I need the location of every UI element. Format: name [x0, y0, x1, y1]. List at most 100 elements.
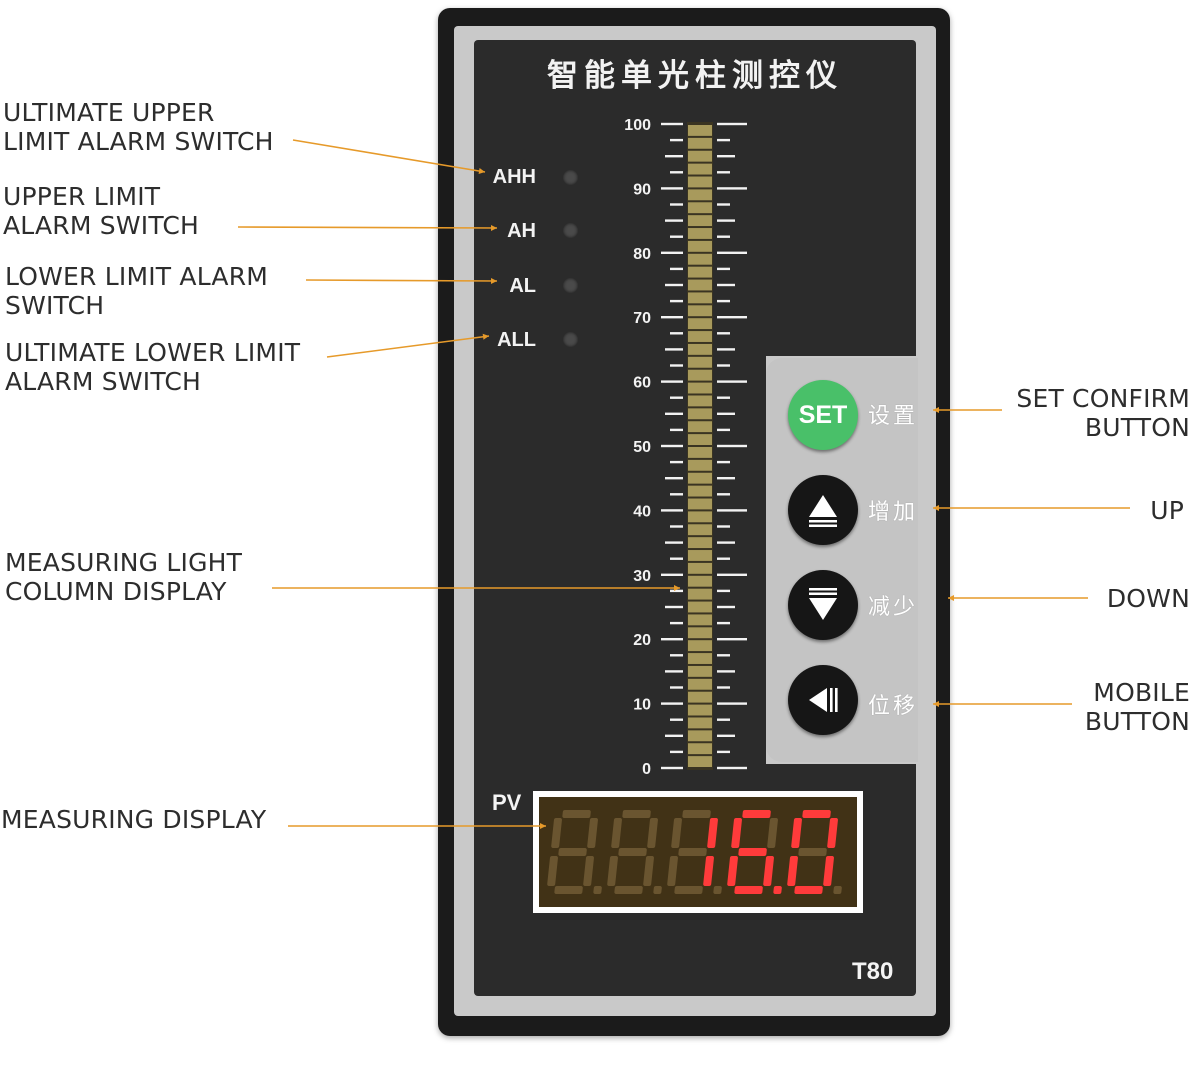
segment	[547, 856, 558, 886]
segment	[554, 886, 583, 894]
up-button[interactable]	[788, 475, 858, 545]
callout-all-line-1: ULTIMATE LOWER LIMIT	[5, 338, 301, 367]
tick-mark-left	[665, 541, 683, 544]
tick-label: 100	[624, 117, 651, 134]
callout-set: SET CONFIRM BUTTON	[1016, 384, 1190, 442]
tick-mark-left	[661, 638, 683, 641]
bar-segment	[688, 356, 712, 368]
segment	[587, 818, 598, 848]
bar-segment	[688, 228, 712, 239]
tick-mark-left	[670, 396, 683, 399]
bar-segment	[688, 743, 712, 755]
segment	[674, 886, 703, 894]
set-button-label: SET	[798, 400, 848, 429]
tick-mark-left	[665, 283, 683, 287]
indicator-label-all: ALL	[497, 329, 536, 351]
set-button[interactable]: SET	[788, 380, 858, 450]
tick-mark-left	[670, 621, 683, 625]
tick-mark-left	[670, 171, 683, 174]
bar-segment	[688, 730, 712, 742]
callout-bargraph-line-1: MEASURING LIGHT	[5, 548, 243, 577]
tick-mark-right	[717, 702, 747, 705]
segment	[622, 810, 651, 818]
bar-segment	[688, 485, 712, 497]
bar-segment	[688, 665, 712, 677]
tick-mark-right	[717, 750, 730, 754]
bar-segment	[688, 472, 712, 484]
tick-mark-left	[665, 605, 683, 609]
tick-mark-left	[670, 589, 683, 593]
set-button-caption: 设置	[868, 404, 919, 429]
callout-al-line-2: SWITCH	[5, 291, 105, 320]
tick-mark-right	[717, 734, 735, 737]
segment	[823, 856, 834, 886]
bar-segment	[688, 498, 712, 510]
indicator-label-al: AL	[509, 275, 536, 297]
tick-mark-left	[670, 460, 683, 464]
segment	[678, 848, 707, 856]
tick-label: 0	[642, 761, 651, 778]
led-al-icon	[563, 278, 578, 293]
tick-mark-right	[717, 316, 747, 319]
bar-segment	[688, 240, 712, 252]
segment	[647, 818, 658, 848]
callout-set-line-1: SET CONFIRM	[1016, 384, 1190, 413]
seven-segment-digit	[607, 810, 662, 894]
tick-mark-right	[717, 219, 735, 222]
tick-mark-left	[661, 380, 683, 383]
tick-mark-right	[717, 283, 735, 287]
bar-segment	[688, 266, 712, 278]
tick-mark-right	[717, 380, 747, 383]
tick-mark-left	[661, 509, 683, 512]
tick-mark-left	[670, 525, 683, 528]
tick-mark-right	[717, 332, 730, 335]
segment	[583, 856, 594, 886]
callout-ahh-line-2: LIMIT ALARM SWITCH	[3, 127, 274, 156]
tick-mark-right	[717, 589, 730, 593]
tick-mark-left	[670, 138, 683, 142]
tick-mark-right	[717, 477, 735, 480]
bar-segment	[688, 653, 712, 664]
up-button-caption: 增加	[868, 500, 919, 525]
tick-mark-left	[661, 316, 683, 319]
tick-mark-right	[717, 412, 735, 415]
tick-mark-left	[665, 734, 683, 737]
tick-mark-left	[670, 332, 683, 335]
tick-mark-left	[670, 235, 683, 238]
tick-mark-right	[717, 155, 735, 158]
bar-segment	[688, 176, 712, 188]
seven-segment-digit	[667, 810, 722, 894]
segment	[794, 886, 823, 894]
tick-mark-right	[717, 251, 747, 254]
bar-segment	[688, 253, 712, 265]
callout-pv-line-1: MEASURING DISPLAY	[1, 805, 267, 834]
tick-mark-right	[717, 187, 747, 190]
bar-segment	[688, 550, 712, 561]
bar-segment	[688, 511, 712, 523]
down-button[interactable]	[788, 570, 858, 640]
bar-segment	[688, 421, 712, 433]
callout-down: DOWN	[1107, 584, 1190, 613]
tick-mark-left	[661, 251, 683, 254]
led-ahh-icon	[563, 170, 578, 185]
tick-mark-right	[717, 203, 730, 206]
tick-mark-left	[665, 219, 683, 222]
bar-segment	[688, 318, 712, 330]
bar-segment	[688, 601, 712, 613]
tick-mark-right	[717, 766, 747, 770]
tick-mark-left	[661, 702, 683, 705]
tick-mark-left	[661, 573, 683, 576]
tick-mark-right	[717, 171, 730, 174]
tick-label: 80	[633, 246, 651, 263]
bar-segment	[688, 704, 712, 716]
segment	[738, 848, 767, 856]
callout-ahh: ULTIMATE UPPER LIMIT ALARM SWITCH	[3, 98, 274, 156]
tick-mark-right	[717, 348, 735, 351]
segment	[767, 818, 778, 848]
pv-label: PV	[492, 790, 522, 815]
tick-mark-left	[661, 187, 683, 190]
shift-button[interactable]	[788, 665, 858, 735]
shift-button-caption: 位移	[868, 694, 919, 719]
bar-segment	[688, 588, 712, 600]
tick-mark-left	[670, 557, 683, 560]
